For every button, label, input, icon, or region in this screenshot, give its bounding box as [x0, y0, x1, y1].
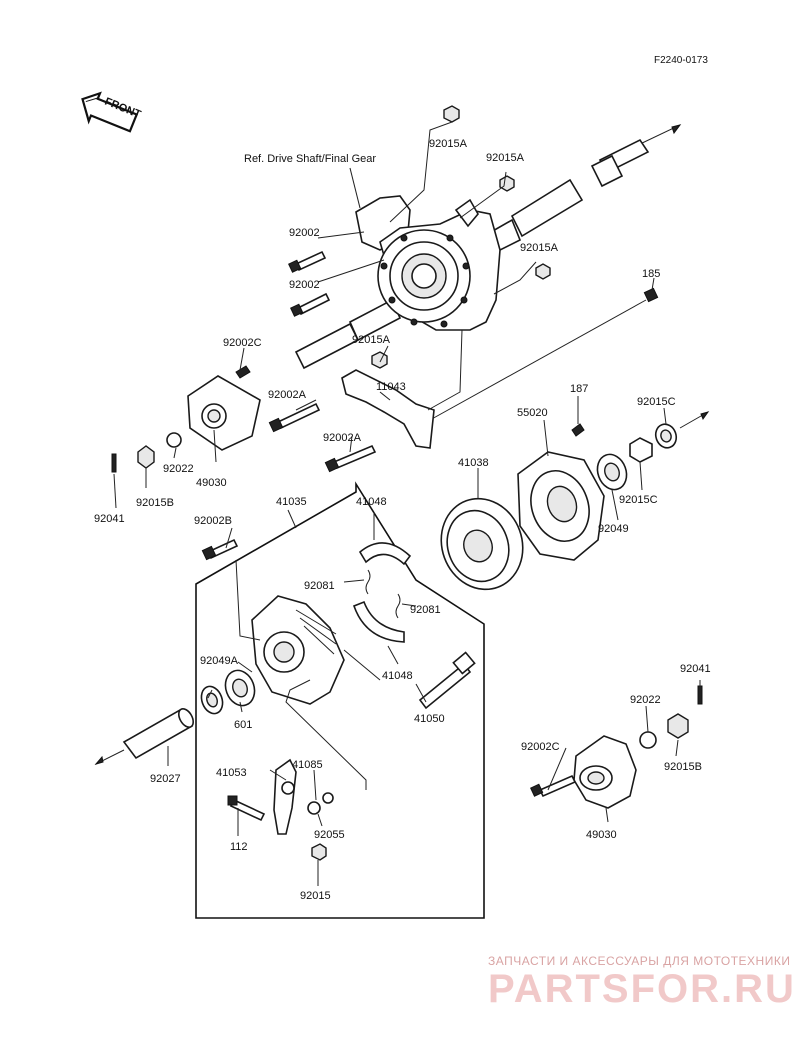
lever-41053	[273, 758, 297, 835]
callout-41053: 41053	[216, 767, 247, 779]
callout-92041: 92041	[94, 513, 125, 525]
brake-panel-55020	[517, 423, 605, 561]
callout-187: 187	[570, 383, 588, 395]
reference-note: Ref. Drive Shaft/Final Gear	[244, 153, 376, 165]
callout-92081: 92081	[304, 580, 335, 592]
washer-41085	[307, 792, 334, 815]
nut-92015-icon	[311, 843, 327, 861]
callout-92015C: 92015C	[619, 494, 658, 506]
nut-92015A-icon	[371, 105, 551, 369]
watermark-tagline: ЗАПЧАСТИ И АКСЕССУАРЫ ДЛЯ МОТОТЕХНИКИ	[488, 954, 790, 968]
callout-92015B: 92015B	[664, 761, 702, 773]
assembly-41035-frame	[195, 481, 485, 919]
diagram-code: F2240-0173	[654, 55, 708, 66]
callout-112: 112	[230, 841, 248, 853]
bolt-112-icon	[227, 795, 266, 822]
brake-backing-plate	[251, 595, 345, 705]
brake-shoe-41048	[352, 542, 412, 643]
callout-92015B: 92015B	[136, 497, 174, 509]
callout-49030: 49030	[196, 477, 227, 489]
callout-92022: 92022	[163, 463, 194, 475]
front-arrow-icon	[81, 91, 139, 133]
callout-92055: 92055	[314, 829, 345, 841]
cam-41050	[418, 651, 476, 710]
bolt-185-icon	[429, 287, 659, 421]
callout-41038: 41038	[458, 457, 489, 469]
callout-55020: 55020	[517, 407, 548, 419]
callout-92002: 92002	[289, 279, 320, 291]
bracket-11043	[341, 369, 435, 449]
callout-41035: 41035	[276, 496, 307, 508]
callout-92002A: 92002A	[268, 389, 307, 401]
bearing-housing-49030-right	[530, 685, 703, 809]
callout-49030: 49030	[586, 829, 617, 841]
callout-92015: 92015	[300, 890, 331, 902]
callout-92002C: 92002C	[223, 337, 262, 349]
callout-11043: 11043	[376, 381, 406, 393]
callout-185: 185	[642, 268, 660, 280]
callout-92049A: 92049A	[200, 655, 239, 667]
callout-92015A: 92015A	[520, 242, 559, 254]
callout-41050: 41050	[414, 713, 445, 725]
watermark-brand: PARTSFOR.RU	[488, 967, 796, 1011]
callout-92002B: 92002B	[194, 515, 232, 527]
bearing-601	[224, 669, 256, 707]
callout-92015A: 92015A	[352, 334, 391, 346]
seal-92049	[596, 453, 628, 491]
callout-92015C: 92015C	[637, 396, 676, 408]
callout-92041: 92041	[680, 663, 711, 675]
callout-92049: 92049	[598, 523, 629, 535]
callout-92002A: 92002A	[323, 432, 362, 444]
final-gear-case	[355, 195, 501, 331]
bolt-92002B-icon	[201, 538, 239, 561]
callout-92081: 92081	[410, 604, 441, 616]
callout-92015A: 92015A	[429, 138, 468, 150]
spacer-92027	[94, 708, 195, 765]
callout-92015A: 92015A	[486, 152, 525, 164]
callout-601: 601	[234, 719, 252, 731]
seal-92049A	[200, 685, 224, 715]
bolt-92002-icon	[288, 250, 331, 317]
callout-92022: 92022	[630, 694, 661, 706]
callout-41048: 41048	[382, 670, 413, 682]
brake-drum-41038	[440, 497, 524, 591]
callout-41048: 41048	[356, 496, 387, 508]
leader-lines	[113, 121, 701, 886]
callout-92002C: 92002C	[521, 741, 560, 753]
bearing-housing-49030-left	[111, 365, 261, 473]
callout-92002: 92002	[289, 227, 320, 239]
callout-92027: 92027	[150, 773, 181, 785]
nut-92015C-icon	[629, 411, 710, 463]
bolt-92002A-icon	[268, 402, 377, 473]
callout-41085: 41085	[292, 759, 323, 771]
